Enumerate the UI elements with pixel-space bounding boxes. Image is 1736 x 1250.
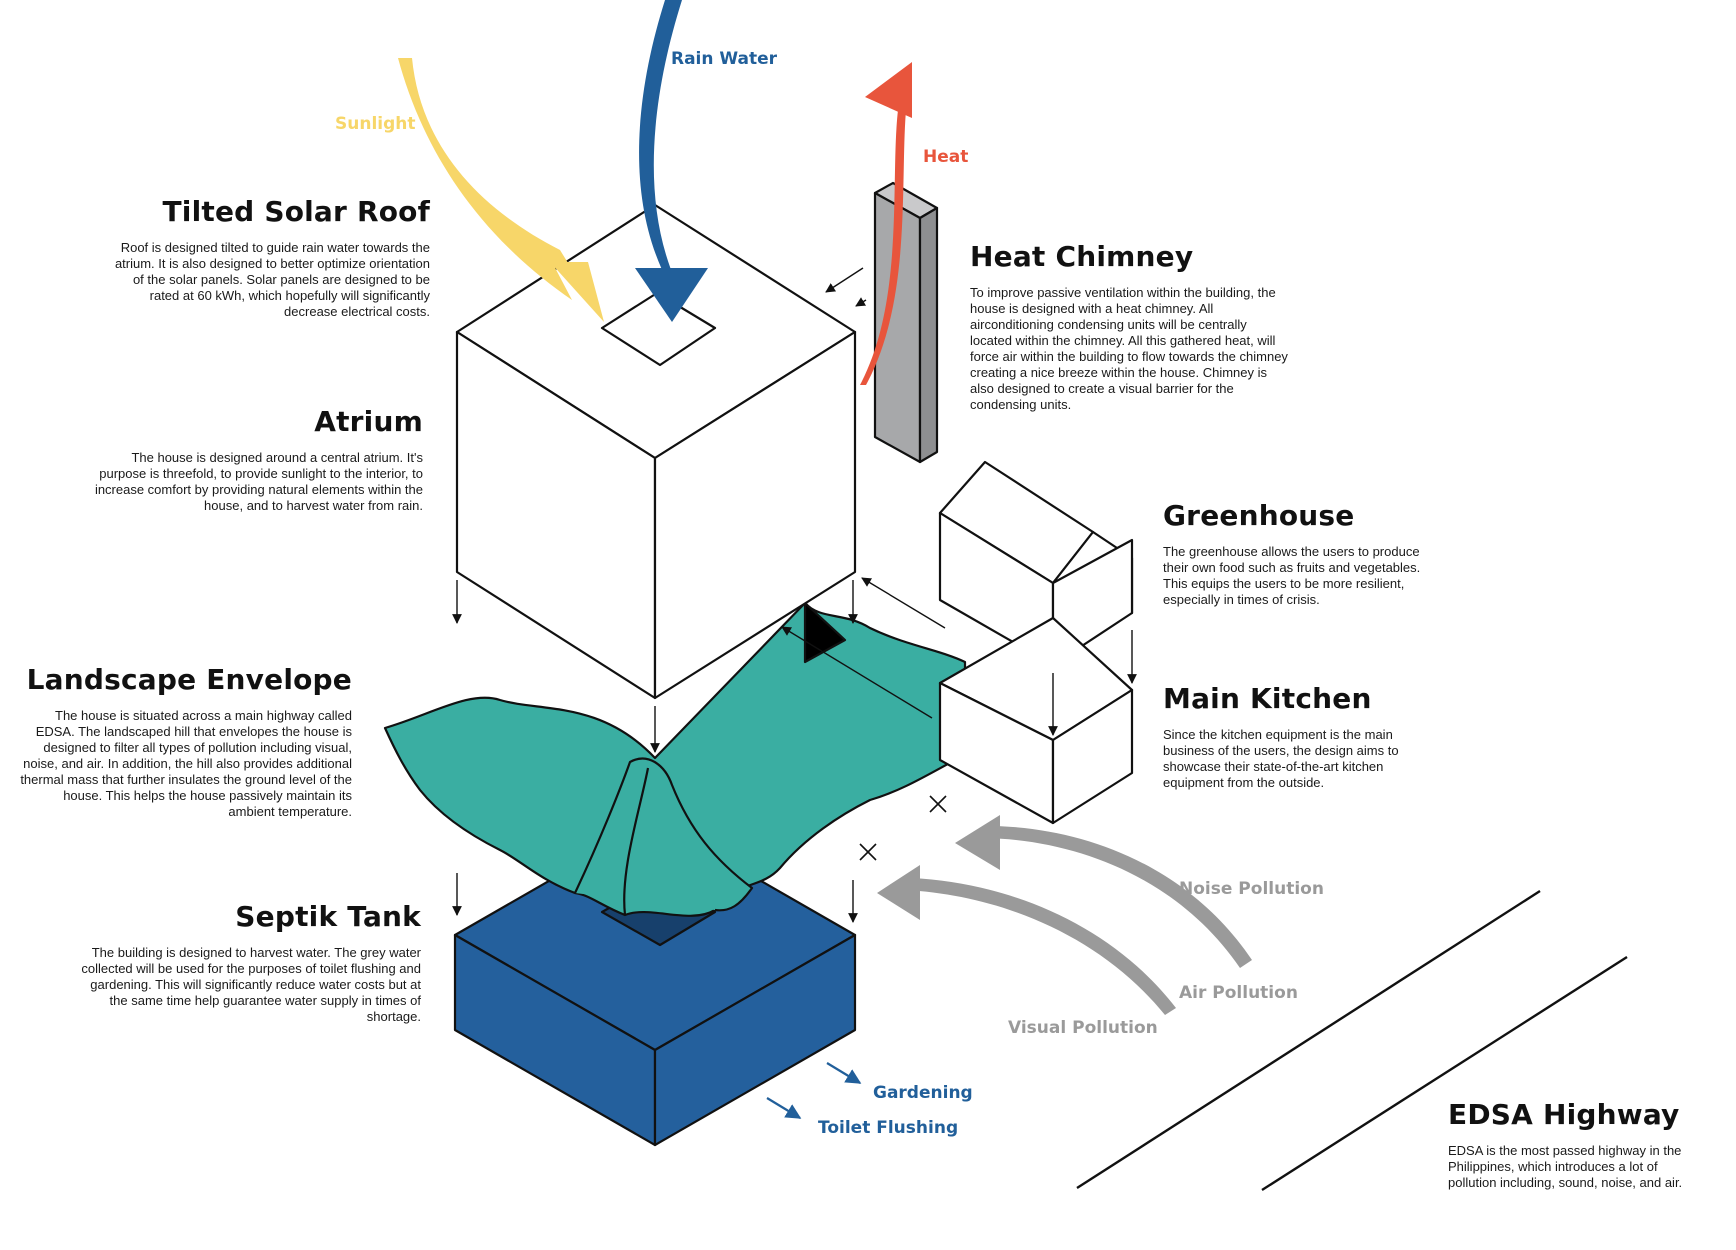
kitchen-text: Since the kitchen equipment is the main …: [1163, 727, 1399, 790]
highway-text: EDSA is the most passed highway in the P…: [1448, 1143, 1683, 1190]
noise-pollution-label: Noise Pollution: [1179, 879, 1324, 899]
kitchen-block: [938, 616, 1134, 825]
atrium-block: Atrium The house is designed around a ce…: [90, 405, 423, 514]
atrium-title: Atrium: [314, 405, 423, 438]
septic-title: Septik Tank: [235, 900, 421, 933]
kitchen-block-text: Main Kitchen Since the kitchen equipment…: [1163, 682, 1443, 791]
atrium-text: The house is designed around a central a…: [94, 450, 423, 513]
highway-title: EDSA Highway: [1448, 1098, 1680, 1131]
visual-pollution-label: Visual Pollution: [1008, 1018, 1158, 1038]
rain-water-label: Rain Water: [671, 49, 778, 69]
gardening-label: Gardening: [873, 1083, 973, 1103]
greenhouse-title: Greenhouse: [1163, 499, 1355, 532]
chimney-text: To improve passive ventilation within th…: [970, 285, 1288, 412]
toilet-flushing-label: Toilet Flushing: [818, 1118, 959, 1138]
highway-lines: [1076, 889, 1628, 1192]
air-pollution-label: Air Pollution: [1179, 983, 1298, 1003]
sunlight-label: Sunlight: [335, 114, 416, 134]
landscape-title: Landscape Envelope: [26, 663, 352, 696]
greenhouse-block-text: Greenhouse The greenhouse allows the use…: [1163, 499, 1448, 608]
roof-title: Tilted Solar Roof: [162, 195, 430, 228]
septic-block: Septik Tank The building is designed to …: [75, 900, 421, 1025]
chimney-title: Heat Chimney: [970, 240, 1194, 273]
landscape-block: Landscape Envelope The house is situated…: [20, 663, 352, 820]
landscape-hill: [383, 601, 967, 917]
roof-text: Roof is designed tilted to guide rain wa…: [114, 240, 430, 319]
kitchen-title: Main Kitchen: [1163, 682, 1372, 715]
chimney-block: Heat Chimney To improve passive ventilat…: [970, 240, 1290, 413]
greenhouse-block: [938, 460, 1134, 667]
heat-label: Heat: [923, 147, 969, 167]
blocked-markers: [859, 795, 947, 861]
septic-text: The building is designed to harvest wate…: [81, 945, 421, 1024]
heat-chimney: [873, 181, 939, 464]
heat-arrow: [860, 62, 912, 385]
greenhouse-text: The greenhouse allows the users to produ…: [1163, 544, 1421, 607]
landscape-text: The house is situated across a main high…: [20, 708, 352, 819]
sunlight-arrow: [398, 58, 604, 322]
roof-block: Tilted Solar Roof Roof is designed tilte…: [110, 195, 430, 320]
highway-block: EDSA Highway EDSA is the most passed hig…: [1448, 1098, 1708, 1191]
water-usage-arrows: [766, 1062, 862, 1119]
connector-arrows: [452, 267, 1137, 923]
pollution-arrows: [877, 815, 1252, 1015]
rain-water-arrow: [635, 0, 708, 322]
